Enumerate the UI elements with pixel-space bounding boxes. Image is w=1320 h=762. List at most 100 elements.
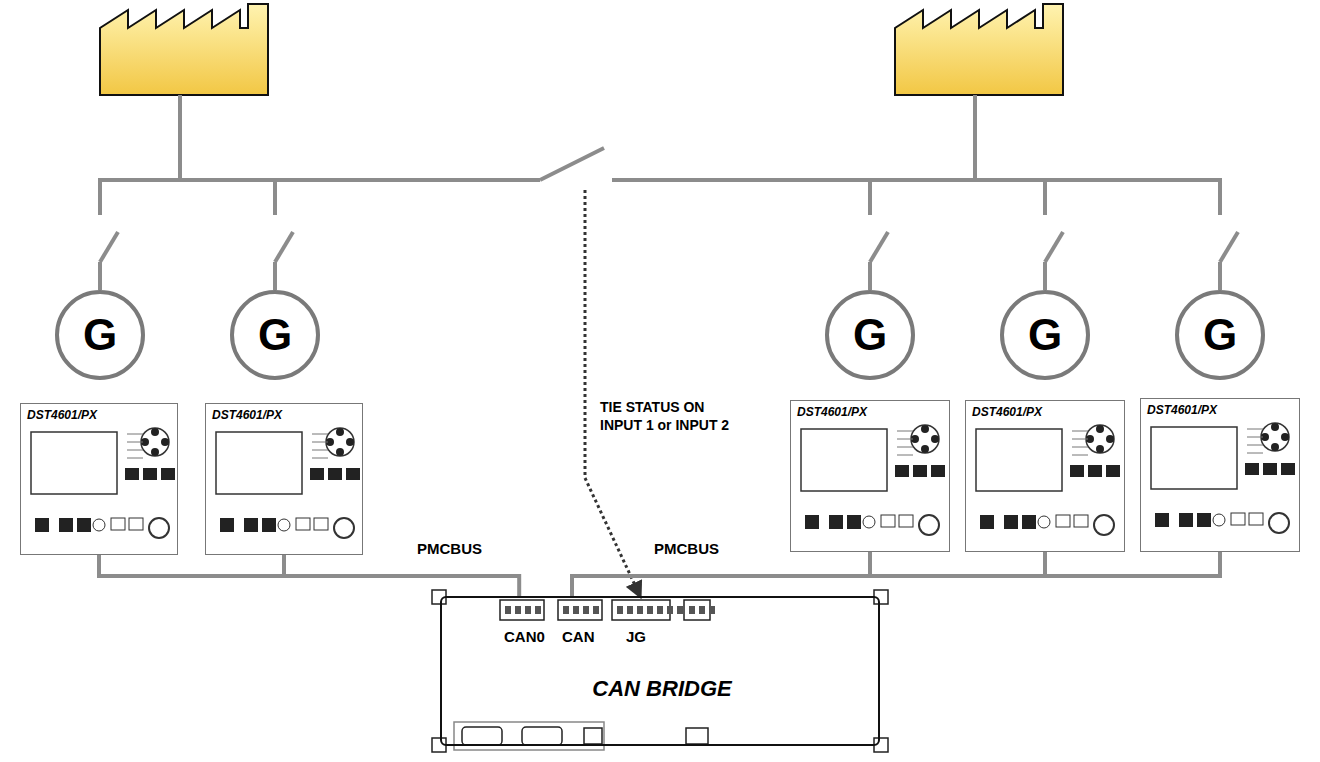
signal-note: TIE STATUS ON INPUT 1 or INPUT 2: [598, 398, 752, 435]
generator-circle: G: [1000, 290, 1090, 380]
pin: [677, 606, 683, 614]
keypad-key: [921, 425, 929, 433]
mode-key: [1106, 465, 1120, 477]
start-key: [1249, 513, 1263, 525]
pin: [583, 606, 589, 614]
gen-breaker: [275, 232, 293, 262]
generator-label: G: [258, 313, 292, 357]
mode-key: [895, 465, 909, 477]
controller-face: [206, 404, 364, 556]
model-name: DST4601/PX: [972, 405, 1042, 419]
tie-breaker: [540, 148, 604, 180]
drop-line: [1043, 180, 1047, 215]
mode-key: [1263, 463, 1277, 475]
pin: [563, 606, 569, 614]
pin: [505, 606, 511, 614]
drop-line: [98, 180, 102, 215]
terminal-block: [686, 728, 708, 744]
keypad: [911, 425, 939, 453]
led: [863, 516, 875, 528]
mode-key: [125, 468, 139, 480]
keypad-key: [161, 438, 169, 446]
status-row: [127, 442, 143, 443]
can-connector: [558, 600, 602, 620]
keypad-key: [1281, 433, 1289, 441]
lcd-screen: [31, 432, 117, 494]
keypad-key: [921, 445, 929, 453]
status-row: [127, 434, 143, 435]
function-key: [220, 518, 234, 532]
keypad-key: [1096, 425, 1104, 433]
status-row: [312, 450, 328, 451]
status-row: [1072, 447, 1088, 448]
controller-face: [1141, 399, 1301, 553]
lcd-screen: [1151, 427, 1237, 489]
status-row: [897, 439, 913, 440]
status-row: [312, 434, 328, 435]
port-name: JG: [626, 628, 646, 645]
function-key: [77, 518, 91, 532]
keypad-key: [1106, 435, 1114, 443]
controller-panel: DST4601/PX: [1140, 398, 1300, 552]
pin: [515, 606, 521, 614]
function-key: [980, 515, 994, 529]
key-switch: [1269, 513, 1289, 533]
model-name: DST4601/PX: [797, 405, 867, 419]
drop-line: [1043, 262, 1047, 290]
stop-key: [1231, 513, 1245, 525]
key-switch: [149, 518, 169, 538]
status-row: [1072, 455, 1088, 456]
function-key: [847, 515, 861, 529]
keypad-key: [151, 448, 159, 456]
keypad-key: [1271, 443, 1279, 451]
drop-line: [1218, 262, 1222, 290]
controller-face: [21, 404, 179, 556]
pin: [617, 606, 623, 614]
mode-key: [310, 468, 324, 480]
drop-line: [273, 180, 277, 215]
bus-label: PMCBUS: [652, 540, 721, 557]
gen-breaker: [1220, 232, 1238, 262]
port-name: CAN0: [504, 628, 545, 645]
power-connector: [684, 600, 710, 620]
keypad: [1086, 425, 1114, 453]
controller-panel: DST4601/PX: [790, 400, 950, 552]
pin: [573, 606, 579, 614]
pmcbus-wire: [1045, 552, 1220, 576]
key-switch: [919, 515, 939, 535]
pmcbus-wire: [572, 552, 870, 596]
factory-icon: [895, 4, 1063, 95]
can0-connector: [500, 600, 544, 620]
function-key: [1004, 515, 1018, 529]
mode-key: [143, 468, 157, 480]
status-row: [1072, 439, 1088, 440]
mode-key: [931, 465, 945, 477]
model-name: DST4601/PX: [212, 408, 282, 422]
function-key: [805, 515, 819, 529]
keypad-key: [1271, 423, 1279, 431]
keypad-key: [336, 428, 344, 436]
led: [278, 519, 290, 531]
function-key: [1197, 513, 1211, 527]
generator-circle: G: [55, 290, 145, 380]
status-row: [897, 455, 913, 456]
drop-line: [273, 262, 277, 290]
busbar-line: [98, 178, 540, 182]
tie-status-signal: [585, 190, 640, 596]
pin: [647, 606, 653, 614]
pin: [667, 606, 673, 614]
pmcbus-wire: [99, 555, 284, 576]
jg-connector: [612, 600, 670, 620]
mode-key: [1245, 463, 1259, 475]
pin: [657, 606, 663, 614]
controller-panel: DST4601/PX: [20, 403, 178, 555]
start-key: [899, 515, 913, 527]
generator-label: G: [83, 313, 117, 357]
factory-outline: [895, 4, 1063, 95]
keypad: [1261, 423, 1289, 451]
status-row: [127, 450, 143, 451]
status-row: [1247, 445, 1263, 446]
gen-breaker: [1045, 232, 1063, 262]
generator-label: G: [1028, 313, 1062, 357]
